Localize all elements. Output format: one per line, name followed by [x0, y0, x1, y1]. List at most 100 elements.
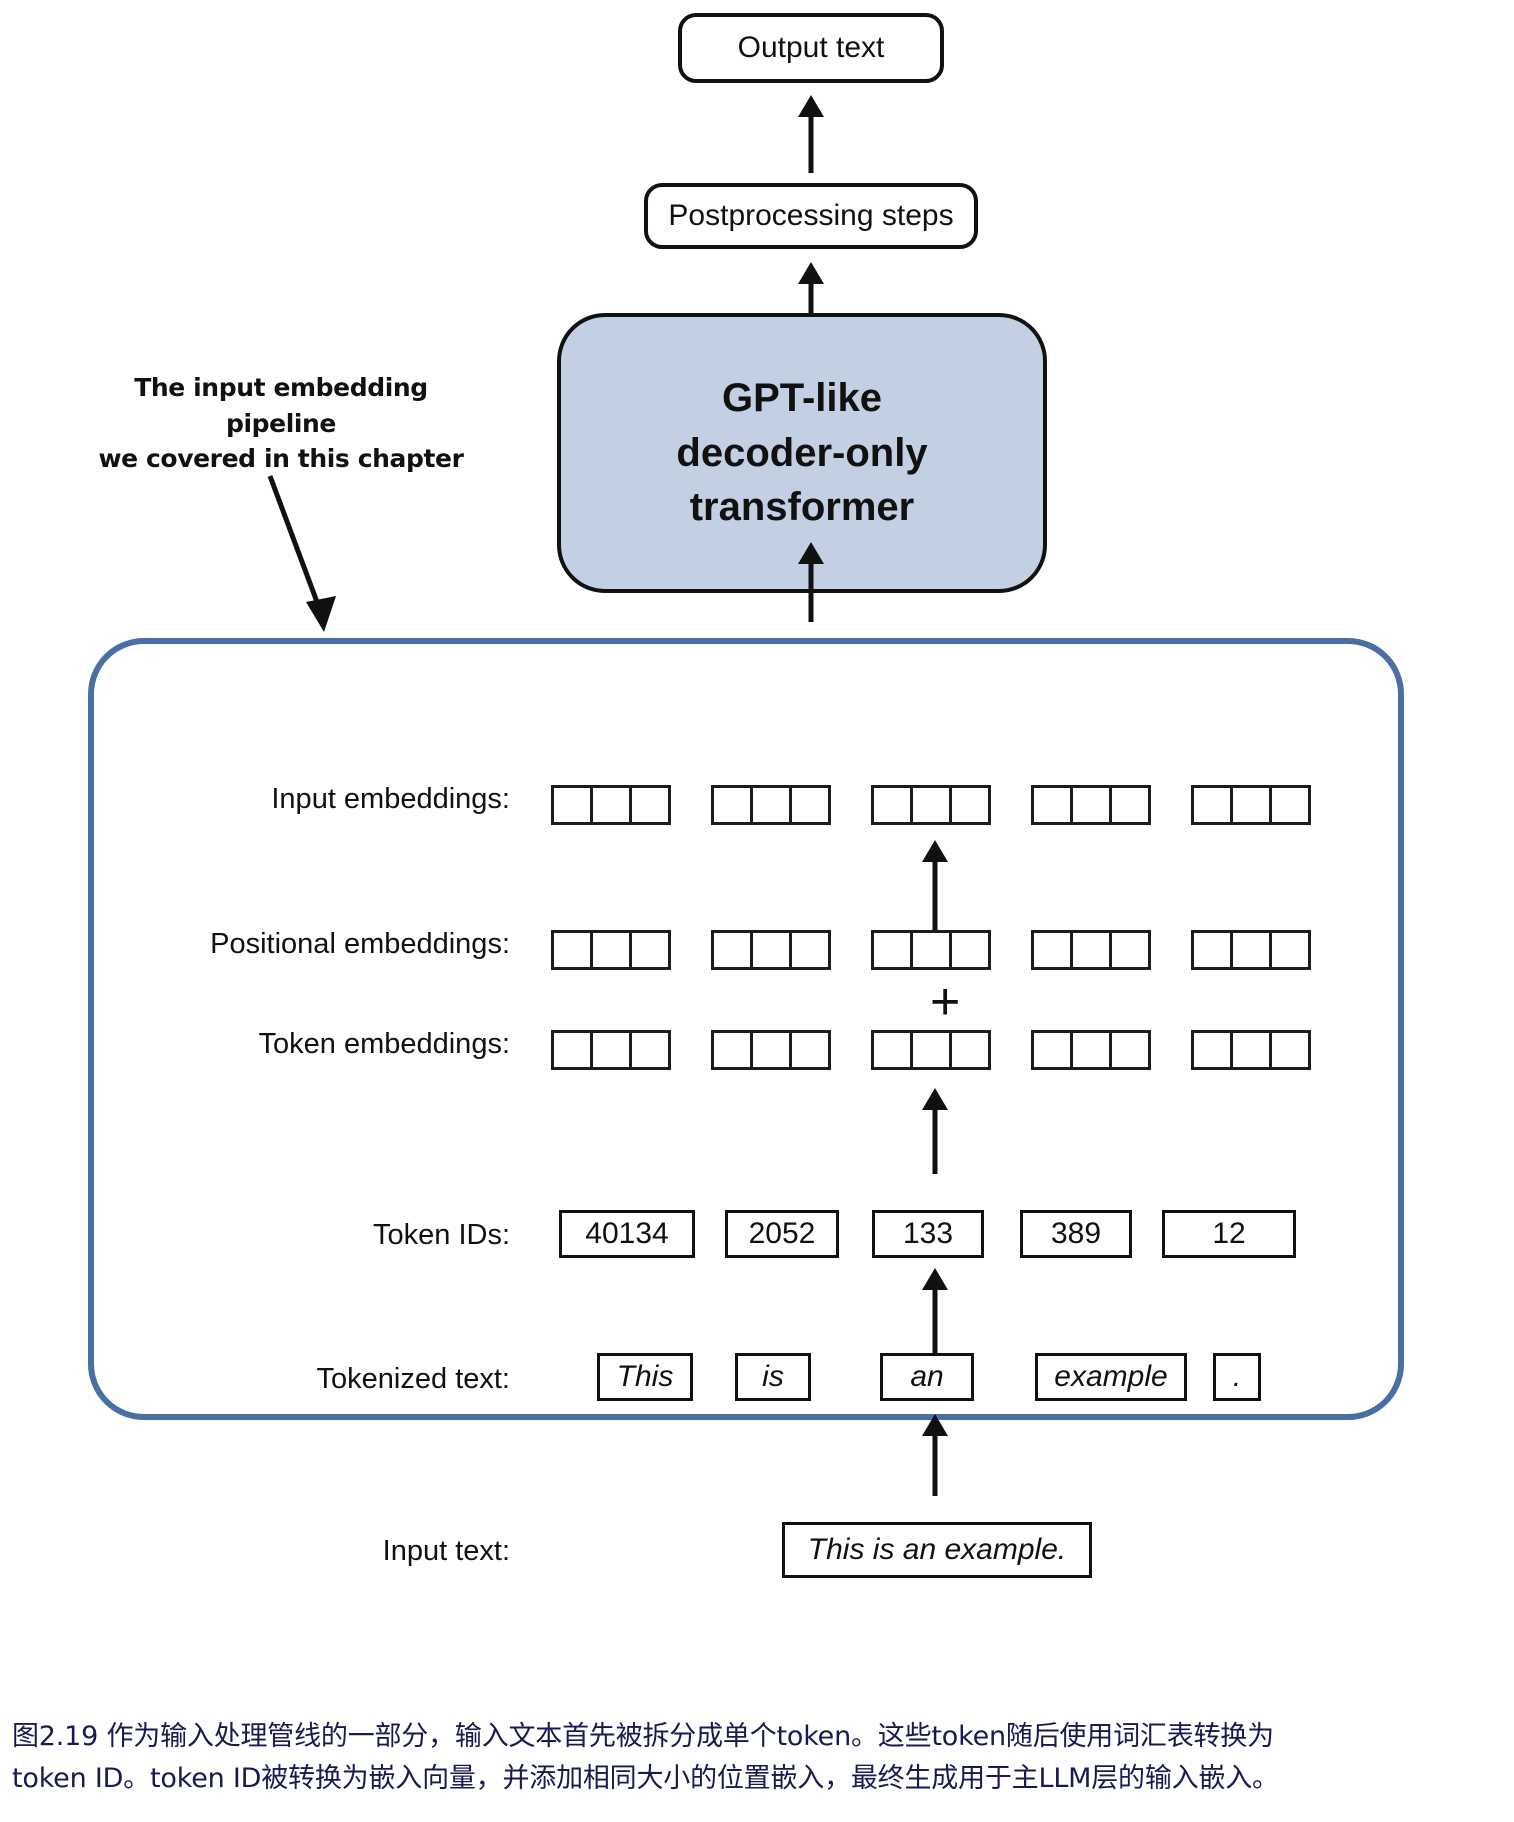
- embedding-cell: [1070, 930, 1112, 970]
- tokenized-text-box: an: [880, 1353, 974, 1401]
- arrow-shaft: [808, 276, 814, 314]
- embedding-cell: [711, 1030, 753, 1070]
- input-embedding-pipeline-container: [88, 638, 1404, 1420]
- token-embedding-vector: [1191, 1030, 1311, 1070]
- token-id-box: 389: [1020, 1210, 1132, 1258]
- embedding-cell: [629, 1030, 671, 1070]
- embedding-cell: [789, 785, 831, 825]
- positional-embedding-vector: [1031, 930, 1151, 970]
- token-id-value: 389: [1050, 1217, 1102, 1250]
- embedding-cell: [910, 930, 952, 970]
- input-embedding-vector: [551, 785, 671, 825]
- positional-embedding-vector: [551, 930, 671, 970]
- arrow-shaft: [932, 1282, 938, 1356]
- embedding-cell: [1070, 785, 1112, 825]
- embedding-cell: [1070, 1030, 1112, 1070]
- arrow-head-icon: [922, 1268, 948, 1290]
- arrow-head-icon: [798, 262, 824, 284]
- embedding-cell: [750, 1030, 792, 1070]
- positional-embeddings-row-label: Positional embeddings:: [210, 928, 510, 960]
- token-embedding-vector: [551, 1030, 671, 1070]
- positional-embedding-vector: [711, 930, 831, 970]
- tokenized-text-box: is: [735, 1353, 811, 1401]
- input-text-value: This is an example.: [807, 1533, 1067, 1566]
- input-text-box: This is an example.: [782, 1522, 1092, 1578]
- arrow-head-icon: [922, 1414, 948, 1436]
- figure-caption-line2: token ID。token ID被转换为嵌入向量，并添加相同大小的位置嵌入，最…: [12, 1762, 1279, 1794]
- embedding-cell: [551, 930, 593, 970]
- embedding-cell: [949, 1030, 991, 1070]
- embedding-cell: [871, 1030, 913, 1070]
- arrow-shaft: [932, 854, 938, 930]
- arrow-shaft: [808, 556, 814, 622]
- arrow-head-icon: [922, 840, 948, 862]
- tokenized-text-row-label: Tokenized text:: [316, 1363, 510, 1395]
- annotation-arrow-icon: [267, 475, 336, 632]
- token-embedding-vector: [871, 1030, 991, 1070]
- token-text-value: This: [616, 1360, 674, 1393]
- pipeline-annotation-line1: The input embedding pipeline: [134, 373, 428, 438]
- arrow-shaft: [932, 1428, 938, 1496]
- embedding-cell: [1230, 1030, 1272, 1070]
- embedding-cell: [1109, 930, 1151, 970]
- output-text-label: Output text: [737, 31, 885, 64]
- embedding-cell: [910, 785, 952, 825]
- embedding-cell: [1269, 785, 1311, 825]
- embedding-cell: [1191, 785, 1233, 825]
- token-id-box: 12: [1162, 1210, 1296, 1258]
- embedding-cell: [590, 1030, 632, 1070]
- embedding-cell: [949, 785, 991, 825]
- arrow-head-icon: [798, 542, 824, 564]
- token-embedding-vector: [711, 1030, 831, 1070]
- figure-caption: 图2.19 作为输入处理管线的一部分，输入文本首先被拆分成单个token。这些t…: [12, 1716, 1504, 1800]
- input-text-row-label: Input text:: [382, 1535, 510, 1567]
- positional-embedding-vector: [871, 930, 991, 970]
- embedding-cell: [551, 785, 593, 825]
- token-id-value: 40134: [585, 1217, 669, 1250]
- token-ids-row-label: Token IDs:: [373, 1219, 510, 1251]
- embedding-cell: [1031, 930, 1073, 970]
- embedding-cell: [1230, 930, 1272, 970]
- embedding-cell: [871, 785, 913, 825]
- embedding-cell: [949, 930, 991, 970]
- embedding-cell: [1109, 1030, 1151, 1070]
- embedding-cell: [1230, 785, 1272, 825]
- embedding-cell: [629, 930, 671, 970]
- token-embedding-vector: [1031, 1030, 1151, 1070]
- embedding-cell: [629, 785, 671, 825]
- embedding-cell: [711, 930, 753, 970]
- embedding-cell: [1191, 930, 1233, 970]
- input-embedding-vector: [1031, 785, 1151, 825]
- embedding-cell: [1109, 785, 1151, 825]
- transformer-label-line3: transformer: [689, 485, 915, 530]
- token-text-value: example: [1054, 1360, 1168, 1393]
- embedding-cell: [1031, 785, 1073, 825]
- token-text-value: .: [1232, 1360, 1242, 1393]
- pipeline-annotation-line2: we covered in this chapter: [98, 444, 464, 473]
- token-id-box: 40134: [559, 1210, 695, 1258]
- embedding-cell: [590, 785, 632, 825]
- positional-embedding-vector: [1191, 930, 1311, 970]
- arrow-shaft: [808, 109, 814, 173]
- embedding-cell: [1191, 1030, 1233, 1070]
- token-embeddings-row-label: Token embeddings:: [258, 1028, 511, 1060]
- input-embedding-vector: [1191, 785, 1311, 825]
- tokenized-text-box: example: [1035, 1353, 1187, 1401]
- transformer-label-line1: GPT-like: [721, 376, 883, 421]
- tokenized-text-box: .: [1213, 1353, 1261, 1401]
- embedding-cell: [551, 1030, 593, 1070]
- embedding-cell: [711, 785, 753, 825]
- embedding-cell: [750, 785, 792, 825]
- token-id-box: 133: [872, 1210, 984, 1258]
- input-embeddings-row-label: Input embeddings:: [271, 783, 510, 815]
- token-id-value: 2052: [748, 1217, 816, 1250]
- transformer-label-line2: decoder-only: [676, 430, 928, 475]
- token-text-value: an: [910, 1360, 944, 1393]
- tokenized-text-box: This: [597, 1353, 693, 1401]
- embedding-cell: [750, 930, 792, 970]
- arrow-head-icon: [798, 95, 824, 117]
- embedding-cell: [910, 1030, 952, 1070]
- gpt-like-decoder-only-transformer-box: GPT-like decoder-only transformer: [557, 313, 1047, 593]
- embedding-cell: [590, 930, 632, 970]
- token-text-value: is: [762, 1360, 784, 1393]
